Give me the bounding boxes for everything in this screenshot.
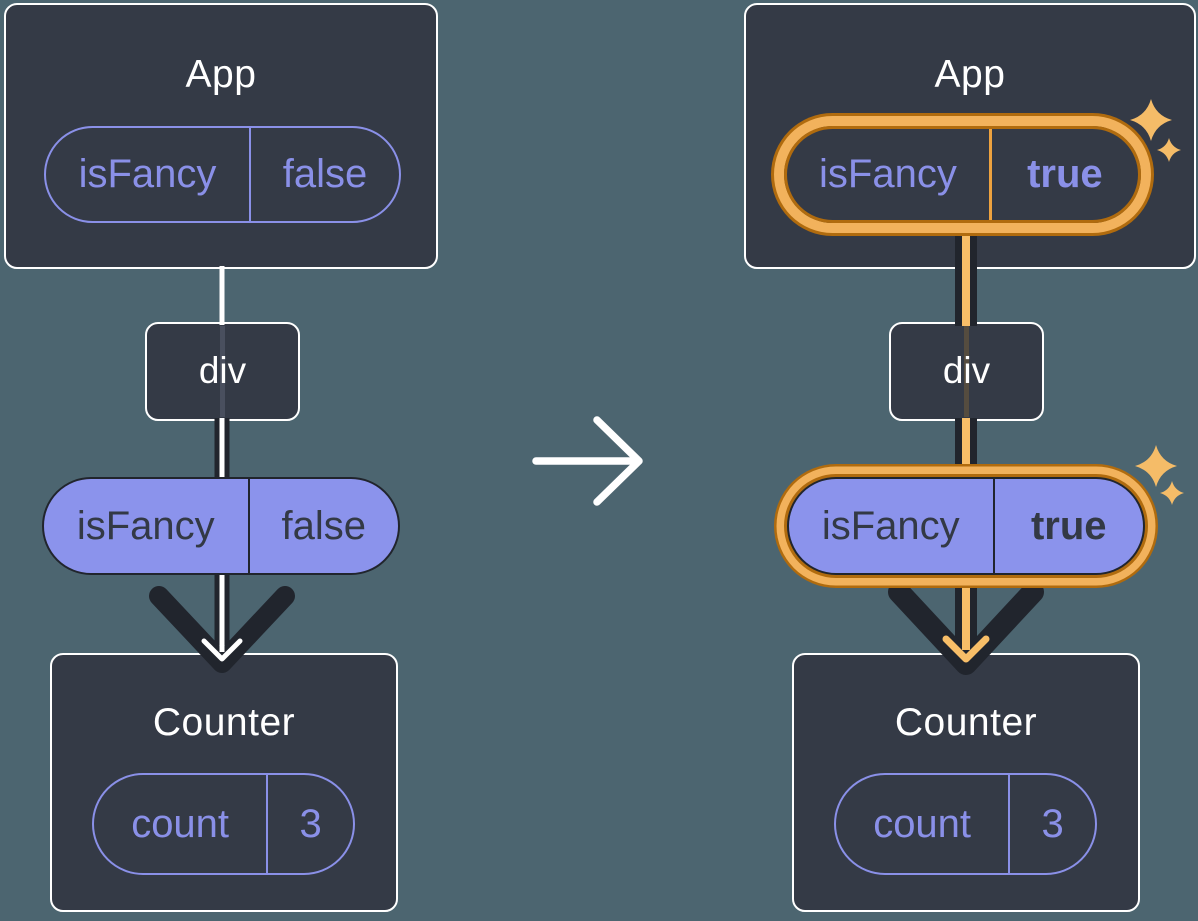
counter-title: Counter (152, 701, 296, 744)
transition-arrow-icon (532, 416, 643, 506)
div-element-box-before: div (145, 322, 300, 421)
prop-name: isFancy (821, 503, 960, 548)
app-component-box-after: App isFancy true (744, 3, 1196, 269)
counter-title: Counter (894, 701, 1038, 744)
div-label: div (942, 350, 991, 391)
pass-through-stripe (220, 326, 225, 417)
count-state-pill-before: count 3 (92, 773, 355, 875)
sparkle-icon (1160, 481, 1184, 505)
div-element-box-after: div (889, 322, 1044, 421)
app-title: App (934, 53, 1006, 96)
state-name: count (131, 801, 230, 846)
state-name: count (873, 801, 972, 846)
prop-value: true (992, 479, 1143, 573)
state-value: true (988, 129, 1138, 220)
state-value: 3 (266, 775, 353, 873)
counter-component-box-before: Counter count 3 (50, 653, 398, 912)
prop-name: isFancy (76, 503, 215, 548)
state-name: isFancy (78, 152, 217, 196)
app-title: App (185, 53, 257, 96)
state-value: 3 (1008, 775, 1095, 873)
app-state-pill-after: isFancy true (784, 126, 1141, 223)
div-label: div (198, 350, 247, 391)
prop-value: false (247, 479, 398, 573)
state-name: isFancy (819, 152, 957, 196)
state-value: false (248, 128, 399, 221)
prop-pill-after: isFancy true (787, 477, 1145, 575)
app-state-pill-before: isFancy false (44, 126, 401, 223)
app-component-box-before: App isFancy false (4, 3, 438, 269)
counter-component-box-after: Counter count 3 (792, 653, 1140, 912)
count-state-pill-after: count 3 (834, 773, 1097, 875)
pass-through-stripe (964, 326, 969, 417)
prop-pill-before: isFancy false (42, 477, 400, 575)
